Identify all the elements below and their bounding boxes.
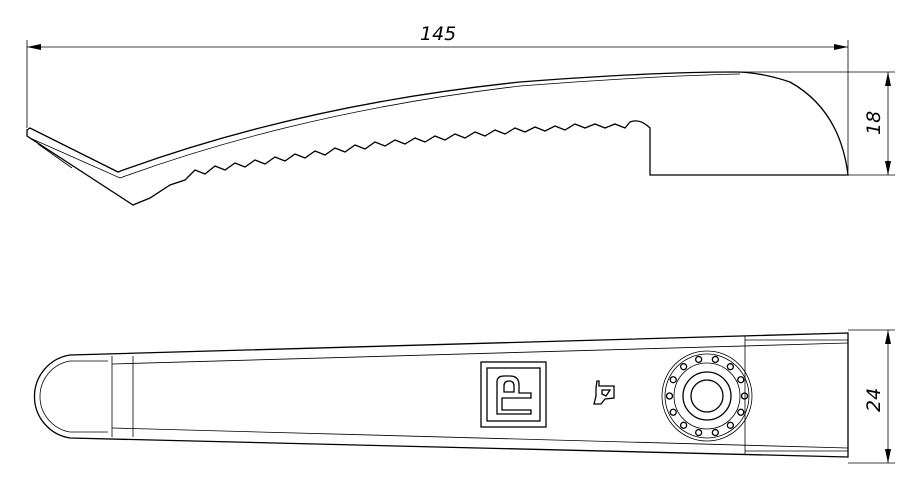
top-view-outline [33,332,849,458]
rosette-dot [726,421,735,429]
height-dimension-label: 18 [863,111,885,135]
rosette-dot [695,355,703,364]
side-view-inner-edge [29,73,741,179]
rosette-dot [740,392,749,400]
width-dimension-label: 24 [863,388,885,412]
length-dimension-label: 145 [420,23,456,45]
rosette-dot [695,428,703,437]
rosette-dot [669,408,677,416]
rosette-dot [679,421,688,429]
side-view-outline [26,71,849,206]
rosette-dot [737,408,745,416]
rosette-dot [679,363,688,371]
height-dimension: 18 [740,71,895,176]
pivot-rosette [661,350,753,442]
rosette-dot [711,428,719,437]
tip-detail [37,143,73,169]
length-dimension: 145 [26,23,849,172]
width-dimension: 24 [848,329,895,464]
top-view [33,332,849,458]
rosette-dot [665,392,674,400]
rosette-dot [711,355,719,364]
rosette-dot [737,376,745,384]
brand-logo [480,361,547,428]
side-view [26,71,849,206]
rosette-dot [726,363,735,371]
maker-mark [593,380,615,405]
rosette-dot [669,376,677,384]
